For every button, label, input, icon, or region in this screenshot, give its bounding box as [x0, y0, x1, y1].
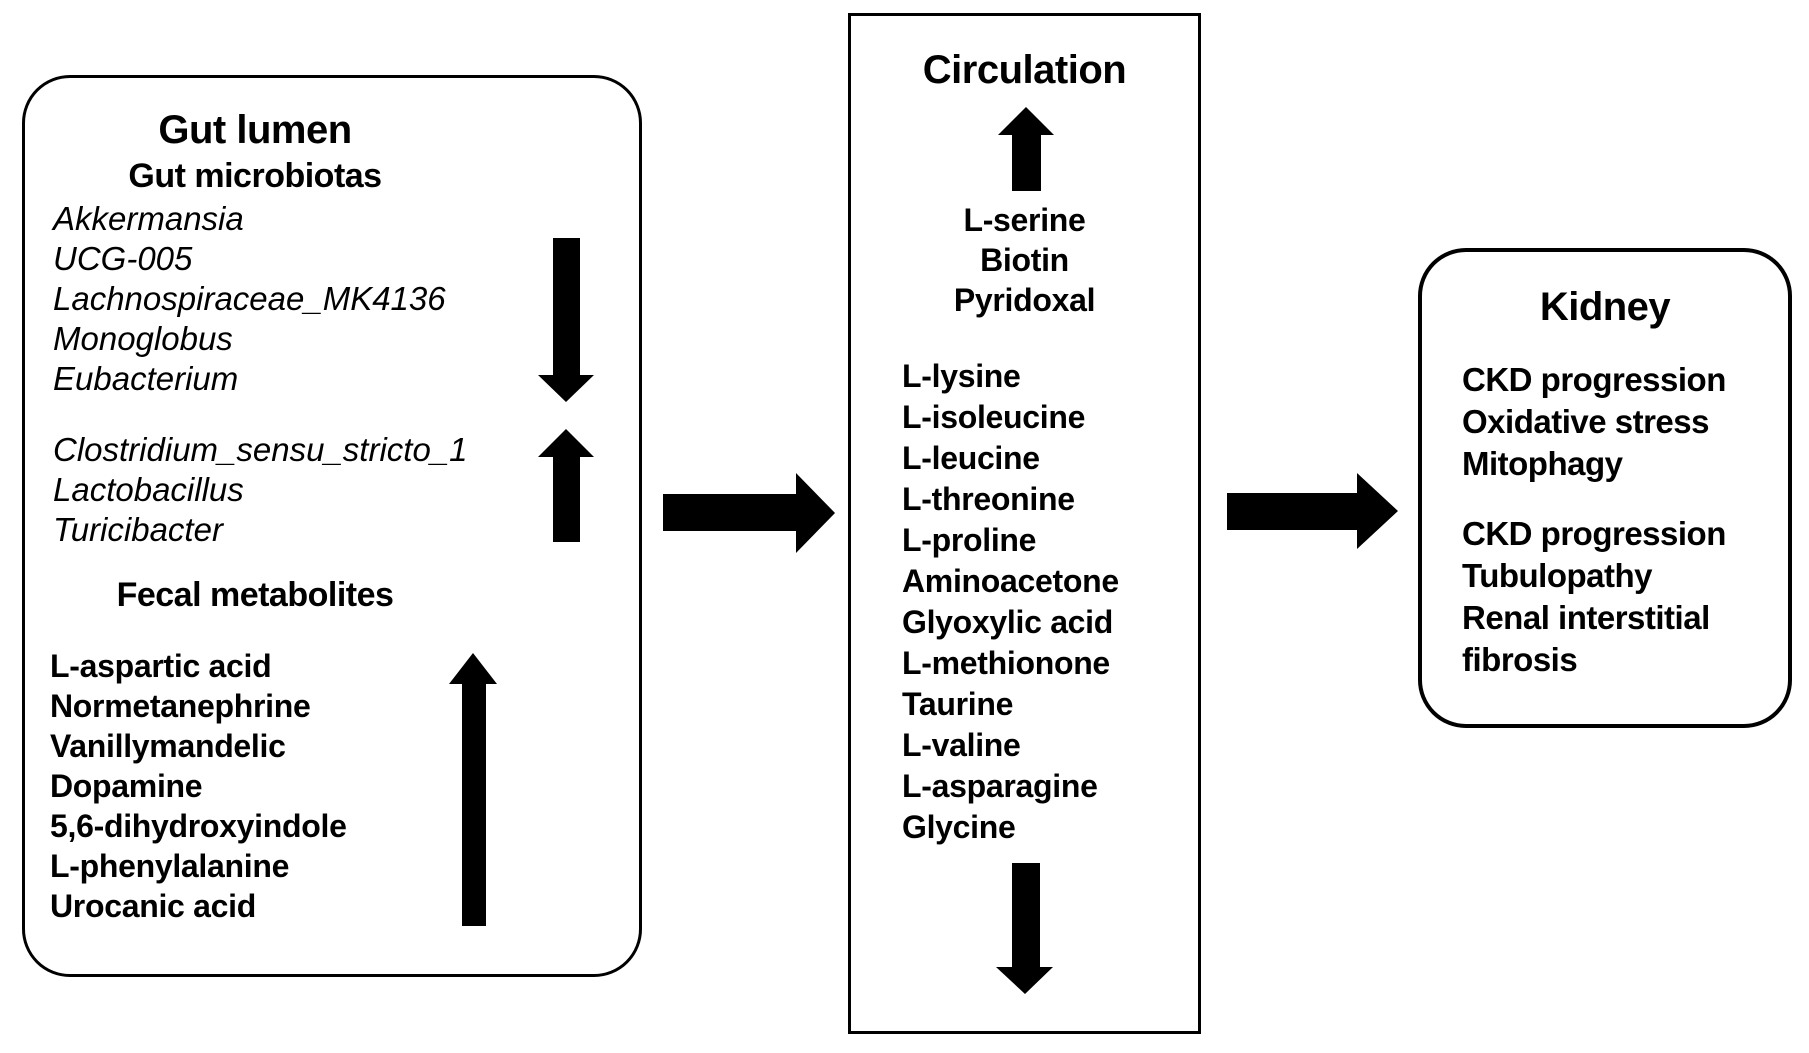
circulation-metabolite-item: Taurine — [902, 686, 1014, 722]
circulation-metabolite-item: L-methionone — [902, 645, 1110, 681]
circulation-metabolite-item: L-serine — [963, 202, 1086, 238]
gut-microbiotas-header: Gut microbiotas — [128, 157, 382, 195]
fecal-metabolites-header: Fecal metabolites — [116, 576, 394, 614]
kidney-effect-item: Mitophagy — [1462, 445, 1623, 482]
fecal-metabolite-item: Normetanephrine — [50, 688, 311, 724]
right-arrow-icon — [663, 473, 835, 553]
fecal-metabolite-item: 5,6-dihydroxyindole — [50, 808, 347, 844]
microbiota-item: UCG-005 — [53, 240, 193, 277]
right-arrow-icon — [1227, 473, 1398, 549]
microbiota-item: Akkermansia — [53, 200, 244, 237]
fecal-metabolite-item: Urocanic acid — [50, 888, 256, 924]
microbiota-item: Eubacterium — [53, 360, 239, 397]
circulation-metabolite-item: L-valine — [902, 727, 1021, 763]
circulation-metabolite-item: L-asparagine — [902, 768, 1098, 804]
circulation-metabolite-item: Glyoxylic acid — [902, 604, 1114, 640]
microbiota-item: Clostridium_sensu_stricto_1 — [53, 431, 468, 468]
microbiota-item: Turicibacter — [53, 511, 223, 548]
kidney-effect-item: Tubulopathy — [1462, 557, 1653, 594]
circulation-metabolite-item: L-isoleucine — [902, 399, 1086, 435]
microbiota-item: Monoglobus — [53, 320, 233, 357]
fecal-metabolite-item: Vanillymandelic — [50, 728, 286, 764]
circulation-metabolite-item: L-threonine — [902, 481, 1075, 517]
kidney-effect-item: Renal interstitial fibrosis — [1462, 599, 1710, 678]
kidney-effect-item: CKD progression — [1462, 515, 1726, 552]
circulation-metabolite-item: Aminoacetone — [902, 563, 1119, 599]
microbiota-item: Lachnospiraceae_MK4136 — [53, 280, 446, 317]
kidney-title: Kidney — [1539, 285, 1671, 329]
kidney-effect-item: Oxidative stress — [1462, 403, 1709, 440]
kidney-effect-item: CKD progression — [1462, 361, 1726, 398]
kidney-box — [1418, 248, 1792, 728]
circulation-metabolite-item: L-proline — [902, 522, 1037, 558]
circulation-metabolite-item: Biotin — [980, 242, 1069, 278]
microbiota-item: Lactobacillus — [53, 471, 244, 508]
circulation-metabolite-item: Glycine — [902, 809, 1016, 845]
gut-lumen-title: Gut lumen — [158, 108, 352, 152]
fecal-metabolite-item: L-phenylalanine — [50, 848, 290, 884]
fecal-metabolite-item: Dopamine — [50, 768, 203, 804]
circulation-metabolite-item: Pyridoxal — [953, 282, 1096, 318]
fecal-metabolite-item: L-aspartic acid — [50, 648, 272, 684]
circulation-metabolite-item: L-leucine — [902, 440, 1040, 476]
circulation-title: Circulation — [922, 48, 1127, 92]
circulation-metabolite-item: L-lysine — [902, 358, 1021, 394]
